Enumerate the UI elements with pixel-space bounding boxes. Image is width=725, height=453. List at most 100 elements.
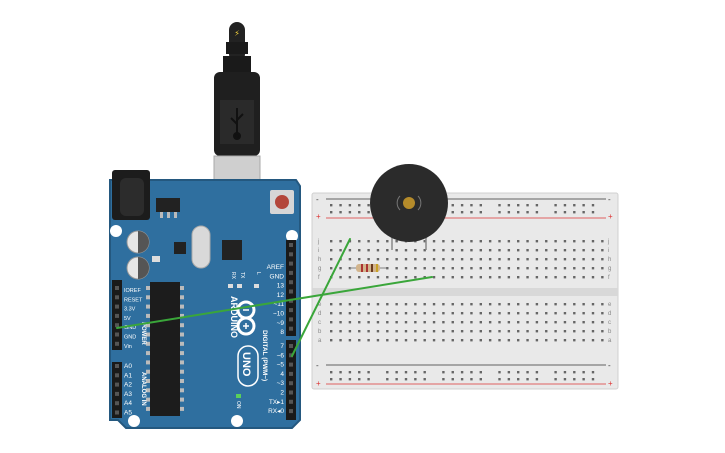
rail-hole[interactable] — [535, 211, 539, 214]
breadboard-hole[interactable] — [582, 330, 585, 333]
breadboard-hole[interactable] — [348, 267, 352, 270]
rail-hole[interactable] — [554, 371, 557, 374]
breadboard-hole[interactable] — [601, 240, 604, 243]
breadboard-hole[interactable] — [339, 330, 342, 333]
header-pin[interactable] — [289, 390, 293, 395]
breadboard-hole[interactable] — [451, 330, 454, 333]
breadboard-hole[interactable] — [432, 330, 436, 333]
breadboard-hole[interactable] — [404, 312, 408, 315]
breadboard-hole[interactable] — [573, 267, 576, 270]
rail-hole[interactable] — [386, 371, 389, 374]
breadboard-hole[interactable] — [563, 339, 567, 342]
breadboard-hole[interactable] — [358, 276, 361, 279]
breadboard-hole[interactable] — [451, 339, 454, 342]
breadboard-hole[interactable] — [582, 267, 585, 270]
breadboard-hole[interactable] — [573, 249, 576, 252]
breadboard-hole[interactable] — [488, 312, 492, 315]
breadboard-hole[interactable] — [404, 330, 408, 333]
rail-hole[interactable] — [507, 211, 511, 214]
breadboard-hole[interactable] — [582, 303, 585, 306]
rail-hole[interactable] — [554, 378, 557, 381]
rail-hole[interactable] — [479, 211, 482, 214]
breadboard-hole[interactable] — [507, 303, 511, 306]
breadboard-hole[interactable] — [535, 303, 539, 306]
breadboard-hole[interactable] — [498, 267, 501, 270]
rail-hole[interactable] — [330, 371, 333, 374]
breadboard-hole[interactable] — [386, 303, 389, 306]
breadboard-hole[interactable] — [358, 303, 361, 306]
breadboard-hole[interactable] — [395, 321, 398, 324]
breadboard-hole[interactable] — [554, 249, 557, 252]
breadboard-hole[interactable] — [460, 339, 464, 342]
header-pin[interactable] — [289, 409, 293, 414]
breadboard-hole[interactable] — [442, 276, 445, 279]
breadboard-hole[interactable] — [573, 312, 576, 315]
breadboard-hole[interactable] — [339, 240, 342, 243]
breadboard-hole[interactable] — [601, 330, 604, 333]
wire-pin6-to-buzzer[interactable] — [291, 238, 351, 357]
breadboard-hole[interactable] — [386, 339, 389, 342]
breadboard-hole[interactable] — [460, 303, 464, 306]
rail-hole[interactable] — [591, 371, 595, 374]
breadboard-hole[interactable] — [423, 321, 426, 324]
breadboard-hole[interactable] — [423, 339, 426, 342]
breadboard-hole[interactable] — [404, 276, 408, 279]
breadboard-hole[interactable] — [507, 267, 511, 270]
breadboard-hole[interactable] — [414, 249, 417, 252]
breadboard-hole[interactable] — [414, 267, 417, 270]
rail-hole[interactable] — [526, 211, 529, 214]
breadboard-hole[interactable] — [404, 321, 408, 324]
breadboard-hole[interactable] — [358, 312, 361, 315]
header-pin[interactable] — [115, 410, 119, 415]
breadboard-hole[interactable] — [554, 267, 557, 270]
breadboard-hole[interactable] — [348, 303, 352, 306]
header-pin[interactable] — [289, 270, 293, 275]
breadboard-hole[interactable] — [460, 312, 464, 315]
breadboard-hole[interactable] — [517, 258, 520, 261]
breadboard-holes[interactable] — [330, 204, 604, 381]
breadboard-hole[interactable] — [460, 330, 464, 333]
breadboard-hole[interactable] — [526, 258, 529, 261]
breadboard-hole[interactable] — [582, 258, 585, 261]
breadboard-hole[interactable] — [376, 339, 380, 342]
rail-hole[interactable] — [470, 211, 473, 214]
breadboard-hole[interactable] — [507, 312, 511, 315]
breadboard-hole[interactable] — [479, 258, 482, 261]
breadboard-hole[interactable] — [395, 258, 398, 261]
breadboard-hole[interactable] — [563, 240, 567, 243]
header-pin[interactable] — [115, 341, 119, 346]
header-pin[interactable] — [115, 295, 119, 300]
header-pin[interactable] — [115, 304, 119, 309]
breadboard-hole[interactable] — [535, 276, 539, 279]
rail-hole[interactable] — [460, 371, 464, 374]
rail-hole[interactable] — [563, 211, 567, 214]
breadboard-hole[interactable] — [358, 249, 361, 252]
breadboard-hole[interactable] — [376, 249, 380, 252]
rail-hole[interactable] — [367, 211, 370, 214]
breadboard-hole[interactable] — [395, 249, 398, 252]
breadboard-hole[interactable] — [526, 321, 529, 324]
breadboard-hole[interactable] — [545, 249, 548, 252]
breadboard-hole[interactable] — [591, 312, 595, 315]
breadboard-hole[interactable] — [386, 258, 389, 261]
rail-hole[interactable] — [563, 371, 567, 374]
breadboard-hole[interactable] — [591, 339, 595, 342]
piezo-buzzer[interactable] — [370, 164, 448, 250]
rail-hole[interactable] — [451, 204, 454, 207]
breadboard-hole[interactable] — [591, 321, 595, 324]
header-pin[interactable] — [289, 399, 293, 404]
rail-hole[interactable] — [423, 371, 426, 374]
breadboard-hole[interactable] — [507, 339, 511, 342]
header-pin[interactable] — [115, 391, 119, 396]
rail-hole[interactable] — [573, 371, 576, 374]
breadboard-hole[interactable] — [367, 258, 370, 261]
breadboard-hole[interactable] — [535, 312, 539, 315]
header-pin[interactable] — [115, 373, 119, 378]
breadboard-hole[interactable] — [535, 339, 539, 342]
breadboard-hole[interactable] — [442, 312, 445, 315]
breadboard-hole[interactable] — [432, 312, 436, 315]
rail-hole[interactable] — [498, 378, 501, 381]
breadboard-hole[interactable] — [507, 249, 511, 252]
breadboard-hole[interactable] — [442, 240, 445, 243]
